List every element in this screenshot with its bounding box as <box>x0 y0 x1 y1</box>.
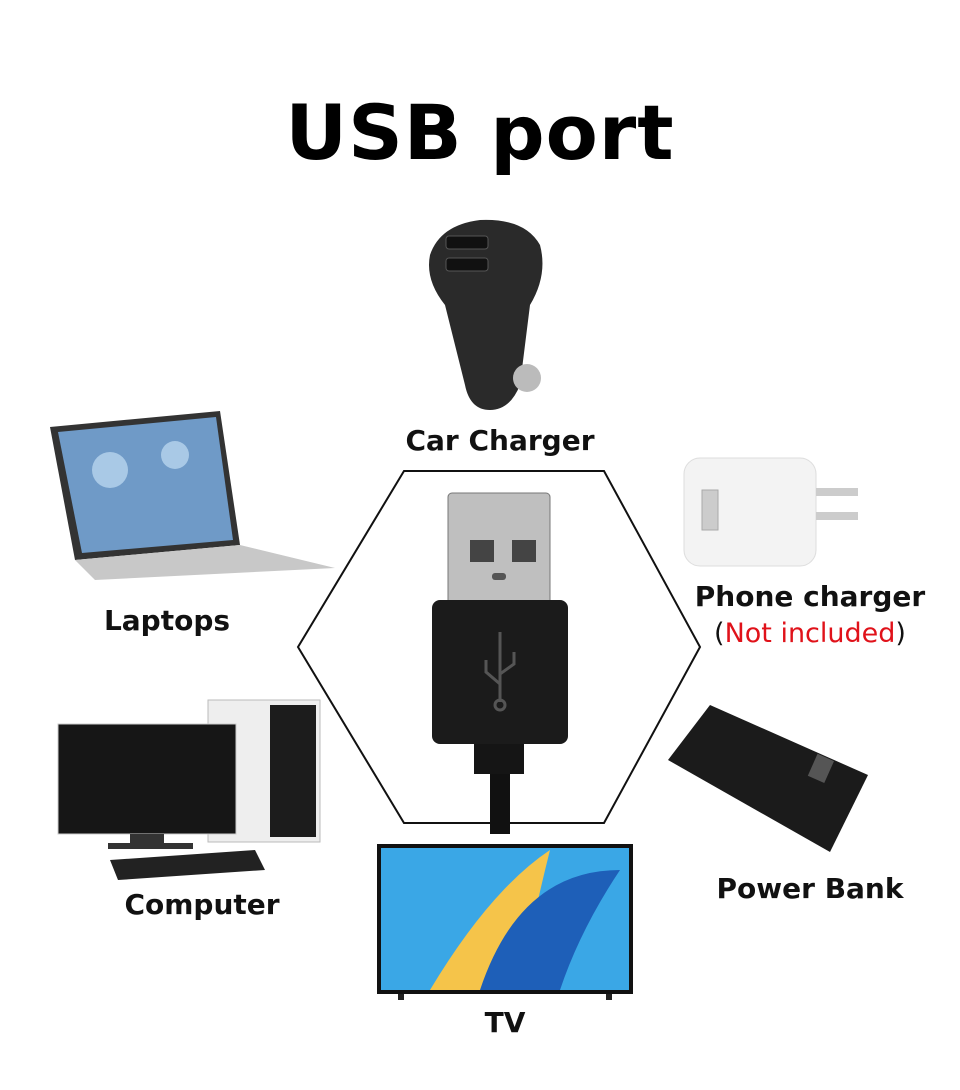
tv-image <box>377 844 633 1000</box>
computer-image <box>57 699 321 880</box>
hexagon-frame <box>296 470 702 824</box>
laptop-image <box>50 411 335 580</box>
usb-cable-image <box>432 492 568 834</box>
power-bank-image <box>668 705 868 852</box>
phone-charger-image <box>683 457 858 567</box>
label-car-charger: Car Charger <box>405 424 595 457</box>
car-charger-image <box>429 219 543 410</box>
note-paren-open: ( <box>714 618 725 649</box>
label-phone-charger: Phone charger <box>694 580 926 613</box>
usb-icon <box>484 632 516 712</box>
not-included-note: (Not included) <box>688 618 932 649</box>
label-tv: TV <box>484 1006 526 1039</box>
label-power-bank: Power Bank <box>716 872 904 905</box>
page-title: USB port <box>285 88 675 177</box>
note-paren-close: ) <box>895 618 906 649</box>
not-included-text: Not included <box>724 618 896 649</box>
label-computer: Computer <box>124 888 280 921</box>
label-laptops: Laptops <box>103 604 231 637</box>
